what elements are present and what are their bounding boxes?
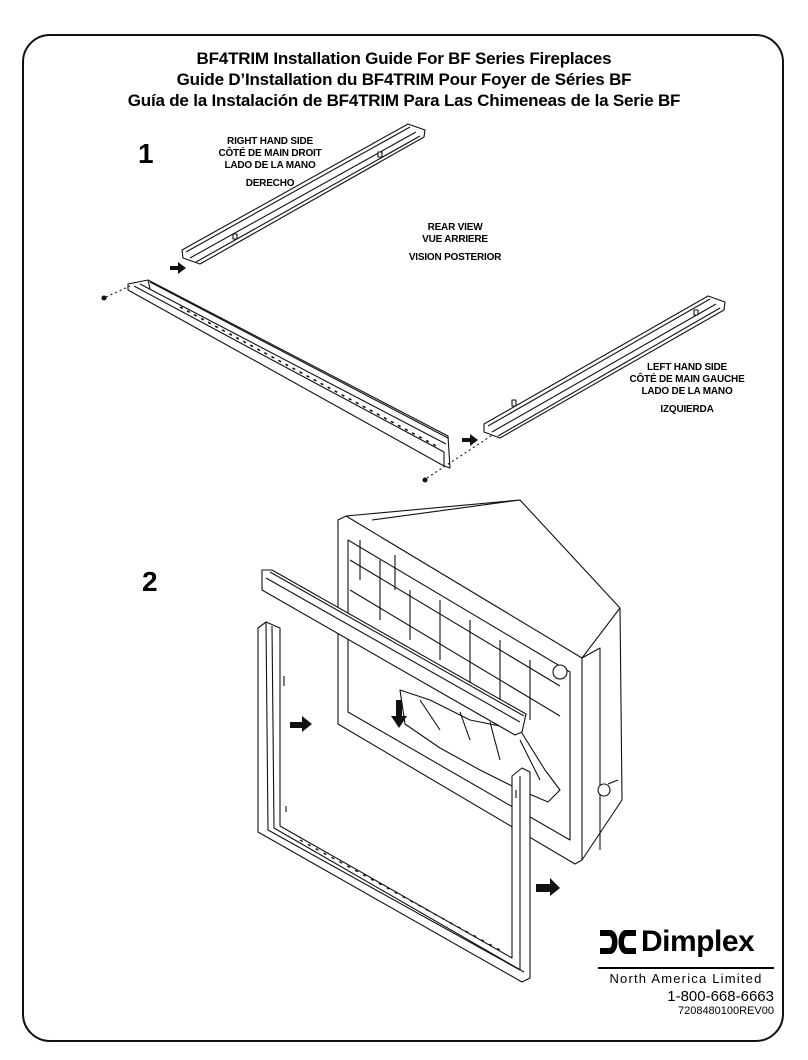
title-spanish: Guía de la Instalación de BF4TRIM Para L…	[127, 91, 681, 110]
dimplex-logo-icon	[600, 930, 636, 954]
right-side-label-en: RIGHT HAND SIDE	[227, 136, 313, 147]
rear-view-label-en: REAR VIEW	[427, 222, 483, 233]
left-side-label-fr: CÔTÉ DE MAIN GAUCHE	[629, 374, 745, 385]
screw-icon	[101, 285, 501, 483]
arrow-icon	[170, 262, 186, 274]
page-border	[22, 34, 784, 1042]
rear-view-label-es: VISION POSTERIOR	[408, 252, 502, 263]
step-number-1: 1	[138, 138, 154, 169]
document-code: 7208480100REV00	[677, 1005, 774, 1017]
rear-view-label-fr: VUE ARRIERE	[422, 234, 488, 245]
title-english: BF4TRIM Installation Guide For BF Series…	[196, 49, 612, 68]
title-block: BF4TRIM Installation Guide For BF Series…	[0, 48, 808, 111]
rear-view-label: REAR VIEW VUE ARRIERE VISION POSTERIOR	[395, 222, 515, 264]
arrow-icon	[462, 434, 478, 446]
left-side-trim	[483, 295, 726, 439]
fireplace-unit	[337, 499, 623, 865]
right-side-label: RIGHT HAND SIDE CÔTÉ DE MAIN DROIT LADO …	[205, 136, 335, 190]
brand-name: Dimplex	[641, 925, 755, 958]
right-side-label-fr: CÔTÉ DE MAIN DROIT	[218, 148, 322, 159]
arrow-icon	[391, 700, 407, 728]
right-side-trim	[181, 123, 426, 265]
left-side-label: LEFT HAND SIDE CÔTÉ DE MAIN GAUCHE LADO …	[612, 362, 762, 416]
brand-divider	[598, 967, 774, 969]
title-french: Guide D’Installation du BF4TRIM Pour Foy…	[176, 70, 632, 89]
left-side-label-en: LEFT HAND SIDE	[647, 362, 727, 373]
left-side-label-es: LADO DE LA MANO	[641, 386, 733, 397]
right-side-label-es-2: DERECHO	[245, 178, 295, 189]
step-number-2: 2	[142, 566, 158, 597]
left-side-label-es-2: IZQUIERDA	[660, 404, 714, 415]
front-trim-piece	[127, 279, 451, 469]
brand-subtitle: North America Limited	[609, 971, 763, 986]
trim-frame	[257, 621, 531, 983]
arrow-icon	[290, 716, 312, 732]
right-side-label-es: LADO DE LA MANO	[224, 160, 316, 171]
brand-logo: Dimplex	[598, 925, 755, 959]
top-trim-piece	[261, 569, 527, 736]
arrow-icon	[536, 878, 560, 896]
phone-number: 1-800-668-6663	[667, 988, 774, 1005]
